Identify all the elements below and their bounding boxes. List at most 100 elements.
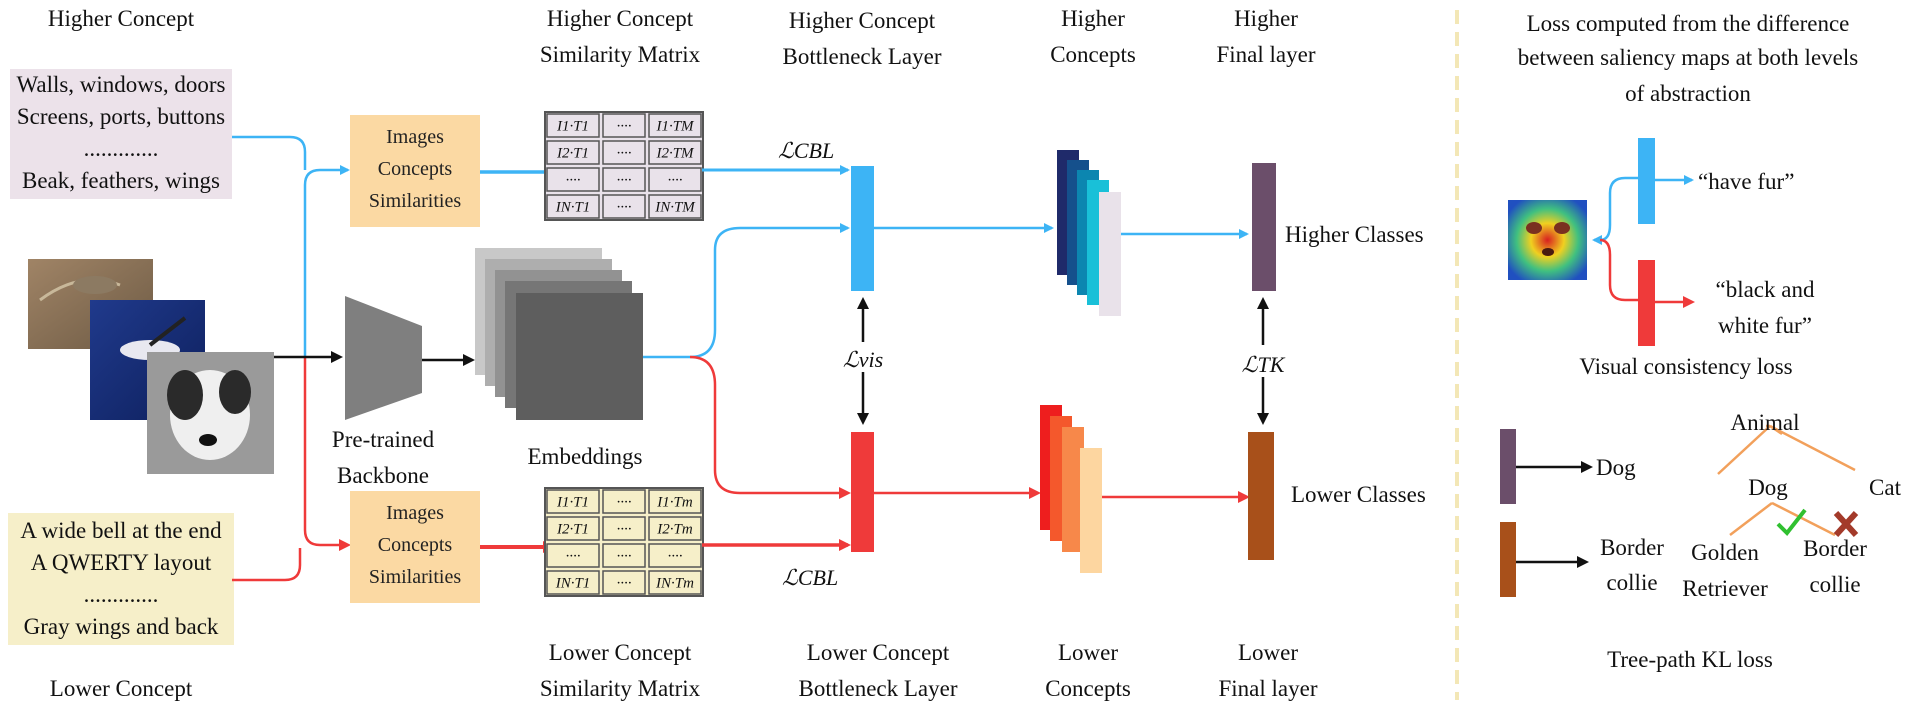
embeddings-to-low-cbl bbox=[689, 355, 851, 499]
matrix-cell bbox=[602, 516, 646, 541]
matrix-cell bbox=[648, 570, 702, 595]
tk-loss-bg bbox=[1232, 345, 1298, 377]
loss-tk: ℒTK bbox=[1242, 352, 1286, 377]
higher-concept-title: Higher Concept bbox=[48, 6, 195, 31]
matrix-cell bbox=[546, 140, 600, 165]
matrix-cell-label: I1·T1 bbox=[556, 495, 589, 511]
matrix-cell-label: I1·T1 bbox=[556, 119, 589, 135]
higher-concept-box bbox=[10, 69, 232, 199]
hc-sim-matrix-header-2: Similarity Matrix bbox=[540, 42, 701, 67]
higher-concepts-header-2: Concepts bbox=[1050, 42, 1136, 67]
matrix-cell bbox=[546, 516, 600, 541]
lower-text-flow bbox=[232, 548, 302, 582]
lower-final-header-1: Lower bbox=[1238, 640, 1298, 665]
matrix-cell bbox=[546, 113, 600, 138]
tree-cat: Cat bbox=[1869, 475, 1902, 500]
matrix-cell bbox=[546, 489, 600, 514]
matrix-cell-label: IN·TM bbox=[654, 200, 696, 216]
loss-vis: ℒvis bbox=[843, 347, 883, 372]
lower-concepts-header-1: Lower bbox=[1058, 640, 1118, 665]
lower-concept-line-2: A QWERTY layout bbox=[31, 550, 212, 575]
matrix-cell bbox=[648, 516, 702, 541]
higher-similarity-box bbox=[350, 115, 480, 227]
tree-diagram bbox=[1717, 424, 1856, 537]
matrix-cell bbox=[602, 194, 646, 219]
loss-cbl-top: ℒCBL bbox=[778, 138, 834, 163]
matrix-cell-label: ···· bbox=[566, 173, 581, 189]
matrix-cell bbox=[546, 194, 600, 219]
bw-fur-label-1: “black and bbox=[1716, 277, 1815, 302]
higher-concept-line-4: Beak, feathers, wings bbox=[22, 168, 220, 193]
lc-sim-matrix-header-2: Similarity Matrix bbox=[540, 676, 701, 701]
embeddings-stack bbox=[475, 248, 643, 420]
matrix-cell bbox=[602, 543, 646, 568]
collie-class-label-2: collie bbox=[1606, 570, 1657, 595]
matrix-cell-label: ···· bbox=[617, 495, 632, 511]
matrix-cell bbox=[648, 113, 702, 138]
matrix-cell-label: ···· bbox=[617, 119, 632, 135]
hc-bottleneck-header-1: Higher Concept bbox=[789, 8, 936, 33]
lower-concept-line-1: A wide bell at the end bbox=[20, 518, 222, 543]
matrix-cell-label: I2·Tm bbox=[656, 522, 693, 538]
vis-loss-bg bbox=[830, 342, 896, 372]
lower-final-header-2: Final layer bbox=[1219, 676, 1318, 701]
matrix-cell-label: ···· bbox=[566, 549, 581, 565]
collie-class-bar bbox=[1500, 522, 1516, 597]
tree-golden-1: Golden bbox=[1691, 540, 1759, 565]
check-icon bbox=[1776, 508, 1807, 537]
matrix-cell bbox=[648, 543, 702, 568]
hc-sim-matrix-header-1: Higher Concept bbox=[547, 6, 694, 31]
matrix-cell-label: ···· bbox=[617, 549, 632, 565]
matrix-cell-label: ···· bbox=[617, 522, 632, 538]
matrix-cell bbox=[648, 140, 702, 165]
right-caption-1: Loss computed from the difference bbox=[1527, 11, 1850, 36]
higher-final-header-1: Higher bbox=[1234, 6, 1298, 31]
matrix-cell-label: I1·Tm bbox=[656, 495, 693, 511]
matrix-cell bbox=[648, 489, 702, 514]
matrix-cell-label: ···· bbox=[617, 576, 632, 592]
matrix-cell bbox=[602, 167, 646, 192]
matrix-cell bbox=[602, 113, 646, 138]
higher-text-flow bbox=[232, 135, 307, 170]
matrix-cell-label: ···· bbox=[617, 200, 632, 216]
matrix-cell bbox=[602, 489, 646, 514]
matrix-cell-label: I1·TM bbox=[655, 119, 695, 135]
higher-bottleneck-bar bbox=[851, 166, 874, 291]
have-fur-to-saliency bbox=[1592, 176, 1640, 245]
higher-similarity-matrix: I1·T1 ···· I1·TM I2·T1 ···· I2·TM ···· ···· ····… bbox=[544, 111, 704, 221]
lower-concept-title: Lower Concept bbox=[50, 676, 193, 701]
have-fur-label: “have fur” bbox=[1698, 169, 1794, 194]
right-caption-3: of abstraction bbox=[1625, 81, 1751, 106]
matrix-cell bbox=[602, 140, 646, 165]
matrix-cell-label: ···· bbox=[668, 173, 683, 189]
matrix-cell bbox=[546, 167, 600, 192]
higher-sim-line-3: Similarities bbox=[369, 190, 461, 212]
higher-final-header-2: Final layer bbox=[1217, 42, 1316, 67]
tree-path-caption: Tree-path KL loss bbox=[1607, 647, 1773, 672]
lc-bottleneck-header-1: Lower Concept bbox=[807, 640, 950, 665]
higher-concepts-stack bbox=[1057, 150, 1121, 316]
bw-fur-bar bbox=[1638, 260, 1655, 346]
right-caption-2: between saliency maps at both levels bbox=[1518, 45, 1858, 70]
lower-sim-line-3: Similarities bbox=[369, 566, 461, 588]
higher-concepts-header-1: Higher bbox=[1061, 6, 1125, 31]
visual-consistency-label: Visual consistency loss bbox=[1579, 354, 1792, 379]
matrix-cell bbox=[546, 570, 600, 595]
have-fur-bar bbox=[1638, 138, 1655, 224]
tree-border-1: Border bbox=[1803, 536, 1867, 561]
matrix-cell-label: ···· bbox=[668, 549, 683, 565]
embeddings-label: Embeddings bbox=[528, 444, 643, 469]
embeddings-to-high-cbl bbox=[643, 223, 850, 359]
higher-final-bar bbox=[1252, 163, 1276, 291]
lower-final-bar bbox=[1248, 432, 1274, 560]
higher-concept-line-3: ............. bbox=[84, 136, 159, 161]
lower-concept-line-3: ............. bbox=[84, 582, 159, 607]
backbone-label-1: Pre-trained bbox=[332, 427, 435, 452]
matrix-cell-label: I2·TM bbox=[655, 146, 695, 162]
matrix-cell bbox=[648, 167, 702, 192]
matrix-cell-label: ···· bbox=[617, 146, 632, 162]
matrix-cell-label: IN·T1 bbox=[555, 576, 591, 592]
lower-concept-line-4: Gray wings and back bbox=[24, 614, 219, 639]
matrix-cell-label: I2·T1 bbox=[556, 146, 589, 162]
